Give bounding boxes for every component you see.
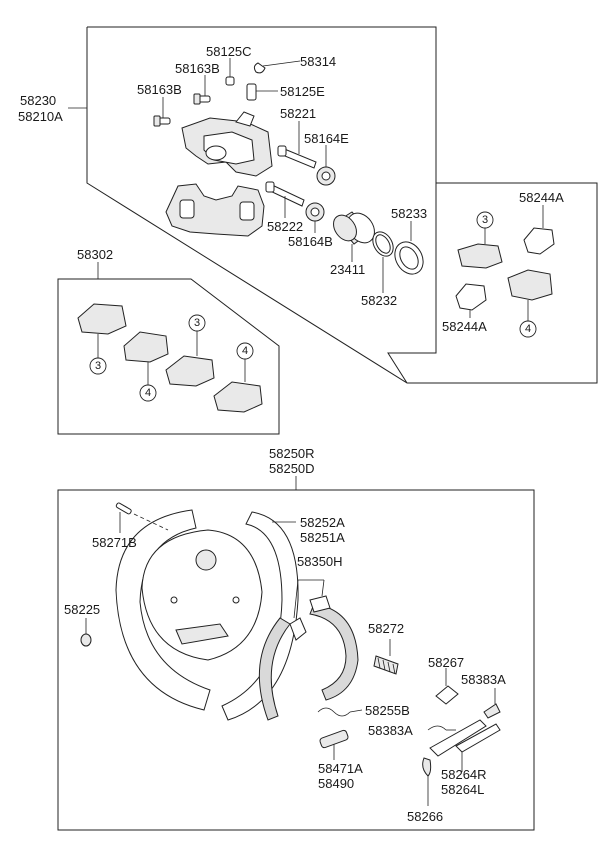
clip-58314 — [253, 60, 301, 74]
callout-number: 3 — [95, 360, 101, 372]
callout-number: 3 — [194, 317, 200, 329]
bleeder-screw-58125E — [246, 83, 278, 101]
guide-pin-58222 — [265, 181, 305, 218]
boot-58233 — [394, 221, 424, 275]
label-58233: 58233 — [391, 206, 427, 221]
label-58255B: 58255B — [365, 703, 410, 718]
label-58252A: 58252A — [300, 515, 345, 530]
backing-plate-58252A — [115, 509, 299, 721]
label-58350H: 58350H — [297, 554, 343, 569]
callout-number: 4 — [145, 387, 151, 399]
label-58210A: 58210A — [18, 109, 63, 124]
label-58244A-bottom: 58244A — [442, 319, 487, 334]
adjuster-58471A — [319, 729, 349, 760]
shim-58244A-upper — [523, 205, 555, 255]
pin-58266 — [422, 757, 432, 806]
label-58264L: 58264L — [441, 782, 484, 797]
brake-shoe-right — [309, 595, 359, 701]
pad-right-upper — [457, 211, 503, 269]
label-58230: 58230 — [20, 93, 56, 108]
pad-kit-pad-2 — [123, 331, 169, 402]
label-58264R: 58264R — [441, 767, 487, 782]
spring-58383A-left — [427, 725, 456, 731]
shim-58244A-lower — [455, 283, 487, 318]
pad-kit-pad-3 — [165, 314, 215, 387]
callout-number: 4 — [525, 323, 531, 335]
bolt-58271B — [115, 502, 169, 533]
washer-58225 — [80, 618, 92, 647]
caliper-housing — [181, 111, 273, 177]
guide-pin-58221 — [277, 121, 317, 169]
label-58314: 58314 — [300, 54, 336, 69]
bolt-58163B-lower — [153, 97, 171, 127]
pad-kit-frame — [57, 278, 280, 435]
boot-58164B — [305, 202, 325, 233]
brake-shoe-left — [258, 617, 307, 721]
spring-58272 — [373, 639, 399, 675]
label-58302: 58302 — [77, 247, 113, 262]
bleeder-cap-58125C — [225, 58, 235, 86]
label-58250D: 58250D — [269, 461, 315, 476]
label-58244A-top: 58244A — [519, 190, 564, 205]
caliper-bracket — [165, 183, 265, 237]
label-58383A-left: 58383A — [368, 723, 413, 738]
pad-right-lower — [507, 269, 553, 338]
label-58221: 58221 — [280, 106, 316, 121]
label-58125C: 58125C — [206, 44, 252, 59]
label-58163B-upper: 58163B — [175, 61, 220, 76]
label-58251A: 58251A — [300, 530, 345, 545]
label-58272: 58272 — [368, 621, 404, 636]
label-58164B: 58164B — [288, 234, 333, 249]
label-58266: 58266 — [407, 809, 443, 824]
seal-58232 — [372, 231, 394, 293]
pad-kit-pad-4 — [213, 342, 263, 413]
boot-58164E — [316, 145, 336, 186]
label-58125E: 58125E — [280, 84, 325, 99]
label-58232: 58232 — [361, 293, 397, 308]
label-58383A-right: 58383A — [461, 672, 506, 687]
label-58222: 58222 — [267, 219, 303, 234]
spring-58255B — [317, 707, 363, 717]
piston-23411 — [333, 211, 375, 262]
label-58163B-lower: 58163B — [137, 82, 182, 97]
label-58267: 58267 — [428, 655, 464, 670]
label-23411: 23411 — [330, 262, 365, 277]
label-58471A: 58471A — [318, 761, 363, 776]
callout-number: 4 — [242, 345, 248, 357]
label-58490: 58490 — [318, 776, 354, 791]
plate-58267 — [435, 668, 459, 705]
label-58225: 58225 — [64, 602, 100, 617]
label-58164E: 58164E — [304, 131, 349, 146]
bolt-58163B-upper — [193, 75, 211, 105]
lever-58264R — [429, 719, 501, 772]
label-58250R: 58250R — [269, 446, 315, 461]
callout-number: 3 — [482, 214, 488, 226]
pad-kit-pad-1 — [77, 303, 127, 375]
spring-58383A-right — [483, 688, 501, 719]
label-58271B: 58271B — [92, 535, 137, 550]
